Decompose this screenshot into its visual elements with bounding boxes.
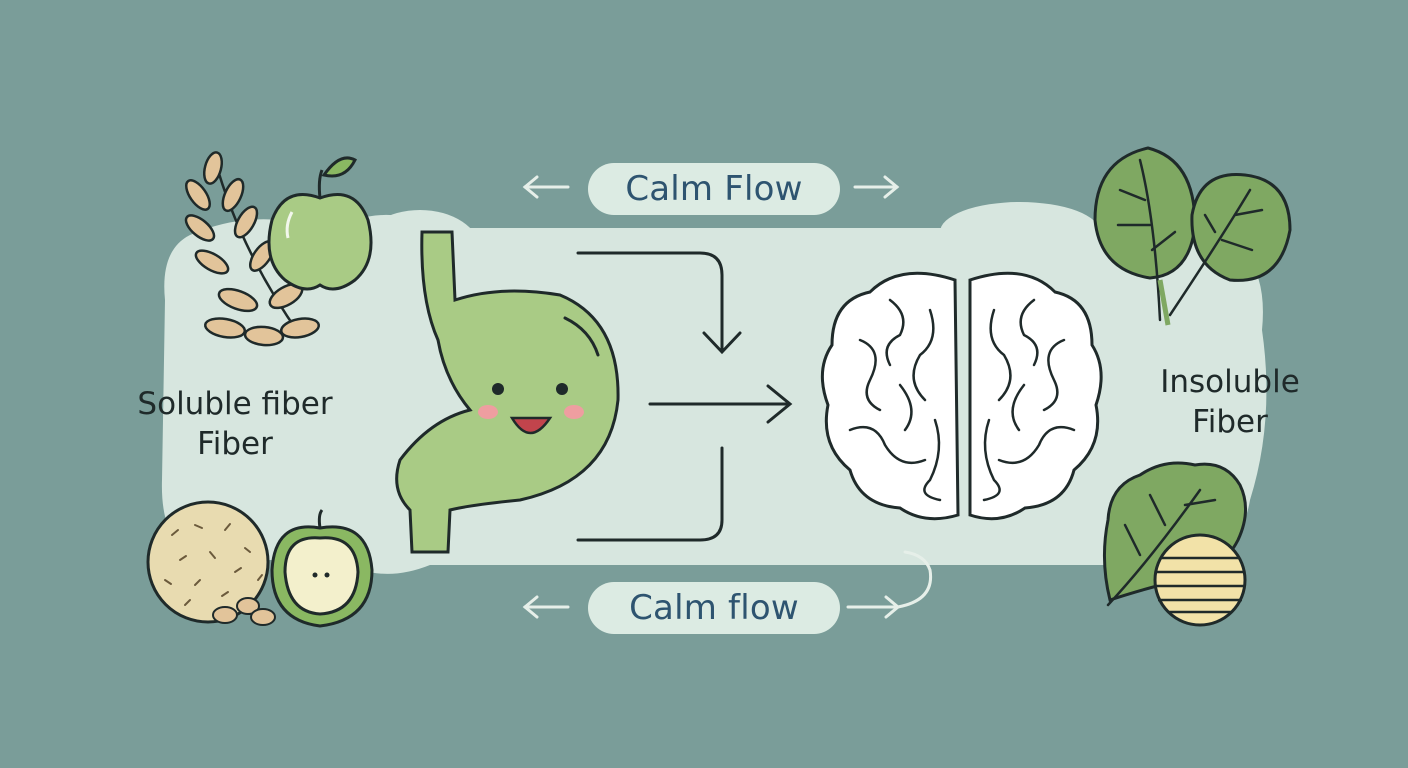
- insoluble-fiber-line-1: Insoluble: [1160, 364, 1300, 400]
- soluble-fiber-line-2: Fiber: [197, 426, 273, 462]
- calm-flow-bottom-pill: Calm flow: [588, 582, 840, 634]
- spinach-leaves-icon: [1093, 146, 1292, 326]
- stomach-character-icon: [395, 230, 620, 554]
- insoluble-fiber-label: Insoluble Fiber: [1130, 362, 1330, 442]
- top-left-arrow-icon: [522, 175, 570, 199]
- flow-arrows: [576, 251, 793, 542]
- soluble-fiber-label: Soluble fiber Fiber: [110, 384, 360, 464]
- bottom-right-arrow-icon: [846, 550, 933, 619]
- bottom-left-arrow-icon: [522, 595, 570, 619]
- apple-half-icon: [270, 509, 374, 628]
- brain-icon: [820, 271, 1103, 521]
- insoluble-fiber-line-2: Fiber: [1192, 404, 1268, 440]
- green-apple-icon: [267, 156, 373, 291]
- soluble-fiber-line-1: Soluble fiber: [137, 386, 333, 422]
- round-grain-icon: [146, 500, 276, 626]
- striped-ball-icon: [1153, 533, 1247, 627]
- calm-flow-top-pill: Calm Flow: [588, 163, 840, 215]
- top-right-arrow-icon: [853, 175, 900, 199]
